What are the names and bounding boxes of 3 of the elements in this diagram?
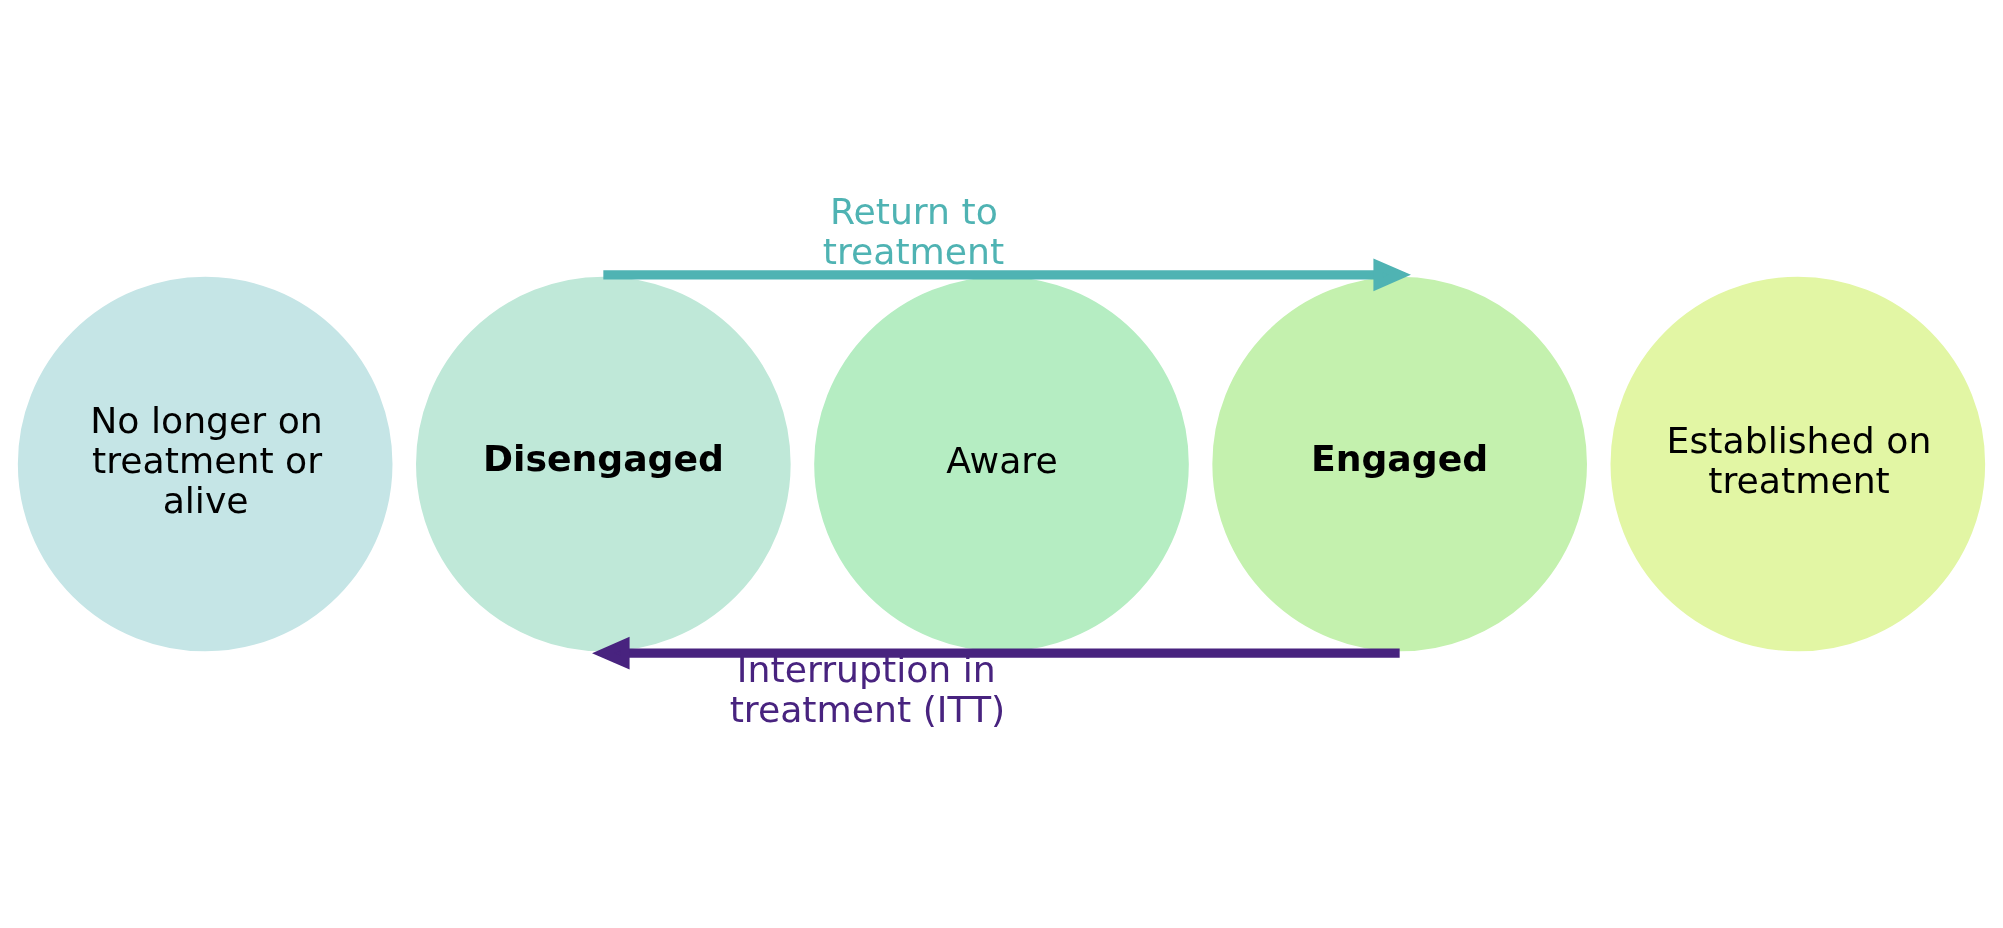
edge-label: Return to treatment [822,190,1005,274]
arrow [592,636,1400,670]
arrow [603,258,1411,292]
